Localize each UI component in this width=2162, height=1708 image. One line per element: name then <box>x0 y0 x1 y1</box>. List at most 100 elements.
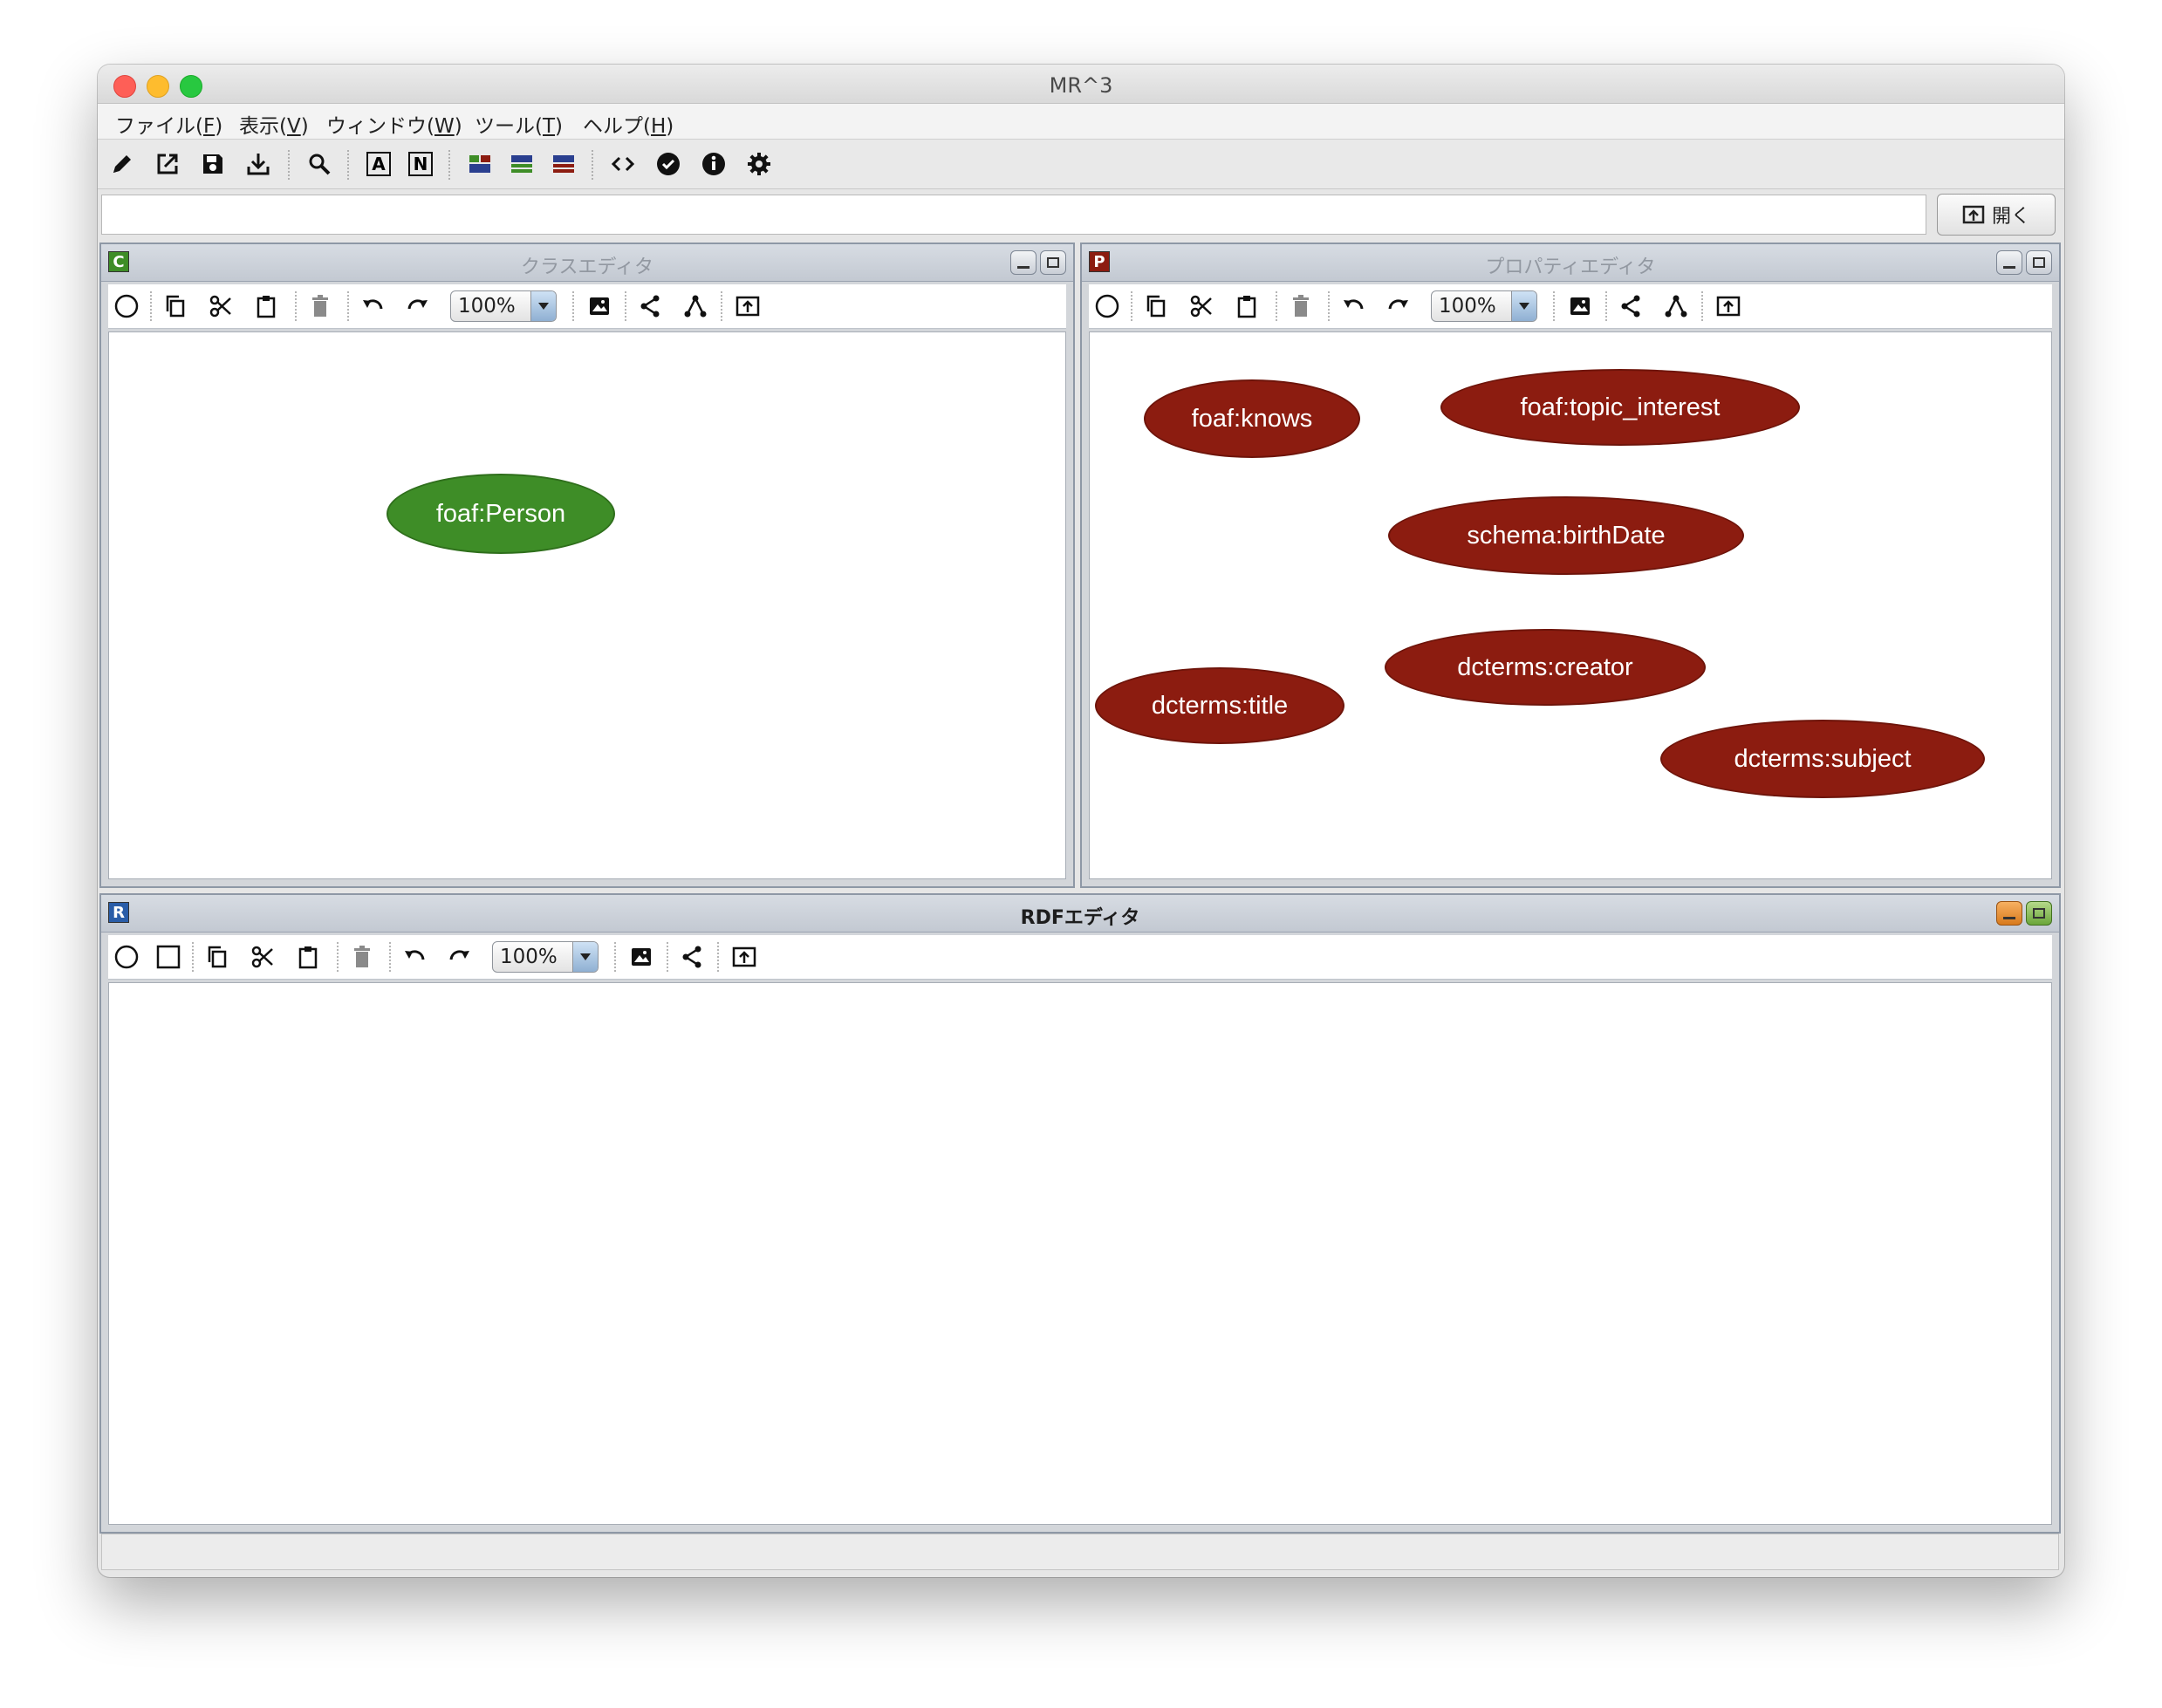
menu-tools-key: T <box>542 115 556 138</box>
add-node-circle-icon[interactable] <box>112 942 141 972</box>
property-node[interactable]: schema:birthDate <box>1388 496 1744 575</box>
close-window-button[interactable] <box>113 75 136 98</box>
property-node[interactable]: dcterms:creator <box>1385 629 1706 706</box>
rdf-editor-title: RDFエディタ <box>1020 907 1140 929</box>
undo-icon[interactable] <box>400 942 429 972</box>
undo-icon[interactable] <box>1338 291 1368 321</box>
undo-icon[interactable] <box>358 291 387 321</box>
class-editor-zoom-select[interactable]: 100% <box>450 290 557 322</box>
text-n-icon[interactable]: N <box>405 148 436 180</box>
open-icon <box>1962 205 1985 224</box>
property-node[interactable]: foaf:knows <box>1144 379 1360 458</box>
rdf-editor-badge: R <box>108 902 129 923</box>
search-icon[interactable] <box>304 148 335 180</box>
menu-help[interactable]: ヘルプ(H) <box>583 109 674 139</box>
redo-icon[interactable] <box>445 942 475 972</box>
rdf-editor-panel: R RDFエディタ 100% <box>99 893 2061 1534</box>
property-node[interactable]: foaf:topic_interest <box>1440 369 1800 446</box>
rdf-editor-canvas[interactable] <box>108 982 2052 1525</box>
property-editor-zoom-select[interactable]: 100% <box>1431 290 1537 322</box>
delete-icon[interactable] <box>347 942 377 972</box>
code-icon[interactable] <box>607 148 639 180</box>
class-node[interactable]: foaf:Person <box>387 474 615 554</box>
fit-window-icon[interactable] <box>733 291 763 321</box>
chevron-down-icon <box>1511 291 1536 321</box>
minimize-window-button[interactable] <box>147 75 169 98</box>
class-editor-minimize-button[interactable] <box>1010 250 1037 275</box>
open-external-icon[interactable] <box>152 148 183 180</box>
paste-icon[interactable] <box>251 291 281 321</box>
layout-red-icon[interactable] <box>548 148 579 180</box>
redo-icon[interactable] <box>1384 291 1413 321</box>
menu-view-label: 表示( <box>239 115 287 138</box>
add-literal-square-icon[interactable] <box>154 942 183 972</box>
property-editor-maximize-button[interactable] <box>2026 250 2052 275</box>
class-editor-canvas[interactable]: foaf:Person <box>108 331 1066 879</box>
property-editor-title: プロパティエディタ <box>1485 256 1656 278</box>
rdf-editor-zoom-select[interactable]: 100% <box>492 941 599 973</box>
paste-icon[interactable] <box>1232 291 1262 321</box>
delete-icon[interactable] <box>1286 291 1316 321</box>
class-editor-zoom-value: 100% <box>458 295 516 318</box>
layout-grid-icon[interactable] <box>464 148 496 180</box>
menu-view[interactable]: 表示(V) <box>239 109 309 139</box>
open-button-label: 開く <box>1991 206 2030 228</box>
add-node-circle-icon[interactable] <box>112 291 141 321</box>
share-icon[interactable] <box>677 942 707 972</box>
class-editor-title: クラスエディタ <box>520 256 654 278</box>
pencil-icon[interactable] <box>106 148 138 180</box>
delete-icon[interactable] <box>305 291 335 321</box>
property-node[interactable]: dcterms:title <box>1095 667 1344 744</box>
menu-window-label: ウィンドウ( <box>326 115 434 138</box>
menu-window[interactable]: ウィンドウ(W) <box>326 109 462 139</box>
fit-window-icon[interactable] <box>729 942 759 972</box>
gear-icon[interactable] <box>743 148 775 180</box>
copy-icon[interactable] <box>202 942 232 972</box>
copy-icon[interactable] <box>1141 291 1171 321</box>
menu-help-suffix: ) <box>666 115 674 138</box>
tree-layout-icon[interactable] <box>1661 291 1691 321</box>
property-editor-canvas[interactable]: foaf:knows foaf:topic_interest schema:bi… <box>1089 331 2052 879</box>
text-a-label: A <box>366 152 391 176</box>
share-icon[interactable] <box>635 291 665 321</box>
info-circle-icon[interactable] <box>698 148 729 180</box>
rdf-editor-maximize-button[interactable] <box>2026 901 2052 926</box>
menu-tools[interactable]: ツール(T) <box>475 109 563 139</box>
export-image-icon[interactable] <box>626 942 656 972</box>
layout-green-icon[interactable] <box>506 148 537 180</box>
export-image-icon[interactable] <box>585 291 614 321</box>
class-editor-maximize-button[interactable] <box>1040 250 1066 275</box>
rdf-editor-zoom-value: 100% <box>500 946 558 968</box>
fit-window-icon[interactable] <box>1714 291 1743 321</box>
cut-icon[interactable] <box>1187 291 1216 321</box>
property-editor-header: P プロパティエディタ <box>1082 244 2059 282</box>
menu-tools-suffix: ) <box>555 115 564 138</box>
status-bar <box>101 1534 2059 1570</box>
cut-icon[interactable] <box>248 942 277 972</box>
property-editor-panel: P プロパティエディタ 100% <box>1080 243 2061 888</box>
add-node-circle-icon[interactable] <box>1092 291 1122 321</box>
property-node[interactable]: dcterms:subject <box>1660 720 1985 798</box>
download-icon[interactable] <box>243 148 274 180</box>
cut-icon[interactable] <box>206 291 236 321</box>
text-a-icon[interactable]: A <box>363 148 394 180</box>
share-icon[interactable] <box>1616 291 1645 321</box>
tree-layout-icon[interactable] <box>681 291 710 321</box>
property-editor-minimize-button[interactable] <box>1996 250 2022 275</box>
check-circle-icon[interactable] <box>653 148 684 180</box>
zoom-window-button[interactable] <box>180 75 202 98</box>
open-button[interactable]: 開く <box>1937 194 2056 236</box>
save-icon[interactable] <box>197 148 229 180</box>
address-input[interactable] <box>101 195 1926 235</box>
copy-icon[interactable] <box>161 291 190 321</box>
menu-view-suffix: ) <box>300 115 309 138</box>
class-editor-badge: C <box>108 251 129 272</box>
rdf-editor-header: R RDFエディタ <box>101 895 2059 933</box>
paste-icon[interactable] <box>293 942 323 972</box>
rdf-editor-minimize-button[interactable] <box>1996 901 2022 926</box>
menu-file[interactable]: ファイル(F) <box>115 109 222 139</box>
menu-help-key: H <box>650 115 667 138</box>
export-image-icon[interactable] <box>1565 291 1595 321</box>
class-editor-panel: C クラスエディタ 100% <box>99 243 1075 888</box>
redo-icon[interactable] <box>403 291 433 321</box>
